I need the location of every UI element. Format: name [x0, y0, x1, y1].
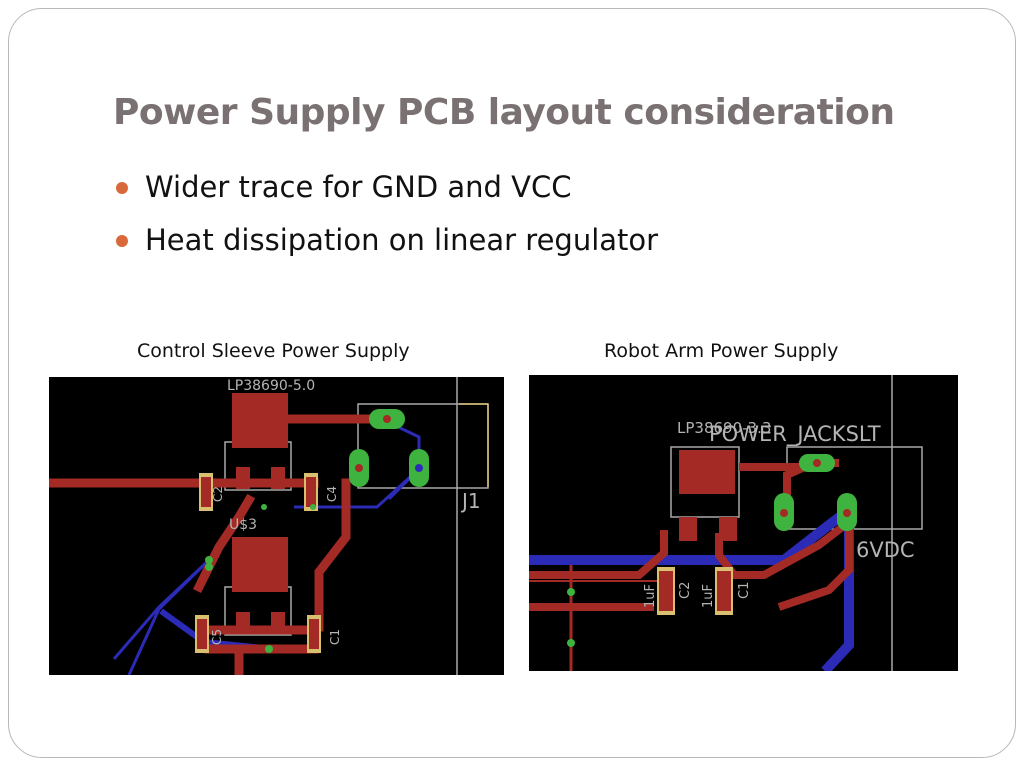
- right-regulator-body: [679, 450, 735, 494]
- left-label-c1: C1: [328, 629, 342, 645]
- bullet-item: Wider trace for GND and VCC: [113, 170, 658, 223]
- left-label-c5: C5: [210, 629, 224, 645]
- left-label-c4: C4: [325, 486, 339, 502]
- left-label-c2: C2: [211, 486, 225, 502]
- bullet-text: Heat dissipation on linear regulator: [145, 223, 659, 257]
- left-regulator-top-body: [232, 393, 288, 448]
- control-sleeve-pcb-image: LP38690-5.0 U$3 J1 C2 C4 C5 C1: [49, 377, 504, 675]
- right-label-voltage: 6VDC: [856, 538, 915, 562]
- left-label-regulator-top: LP38690-5.0: [227, 378, 315, 394]
- bullet-item: Heat dissipation on linear regulator: [113, 223, 658, 276]
- left-figure-caption: Control Sleeve Power Supply: [137, 340, 410, 362]
- right-label-c2: C2: [678, 582, 693, 599]
- right-label-jack: POWER_JACKSLT: [709, 422, 881, 447]
- bullet-text: Wider trace for GND and VCC: [145, 170, 572, 204]
- left-label-regulator-bottom: U$3: [229, 517, 257, 533]
- right-label-regulator: LP38690-3.3: [677, 419, 771, 437]
- bullet-list: Wider trace for GND and VCC Heat dissipa…: [113, 170, 658, 276]
- left-regulator-bottom-body: [232, 537, 288, 592]
- bullet-dot-icon: [116, 235, 128, 247]
- right-figure-caption: Robot Arm Power Supply: [604, 340, 839, 362]
- right-label-c1: C1: [737, 582, 752, 599]
- right-label-c1-value: 1uF: [701, 584, 716, 608]
- right-label-c2-value: 1uF: [643, 584, 658, 608]
- bullet-dot-icon: [116, 182, 128, 194]
- robot-arm-pcb-image: LP38690-3.3 POWER_JACKSLT 6VDC 1uF C2 1u…: [529, 375, 958, 671]
- left-label-connector: J1: [460, 489, 481, 513]
- slide-title: Power Supply PCB layout consideration: [113, 92, 895, 133]
